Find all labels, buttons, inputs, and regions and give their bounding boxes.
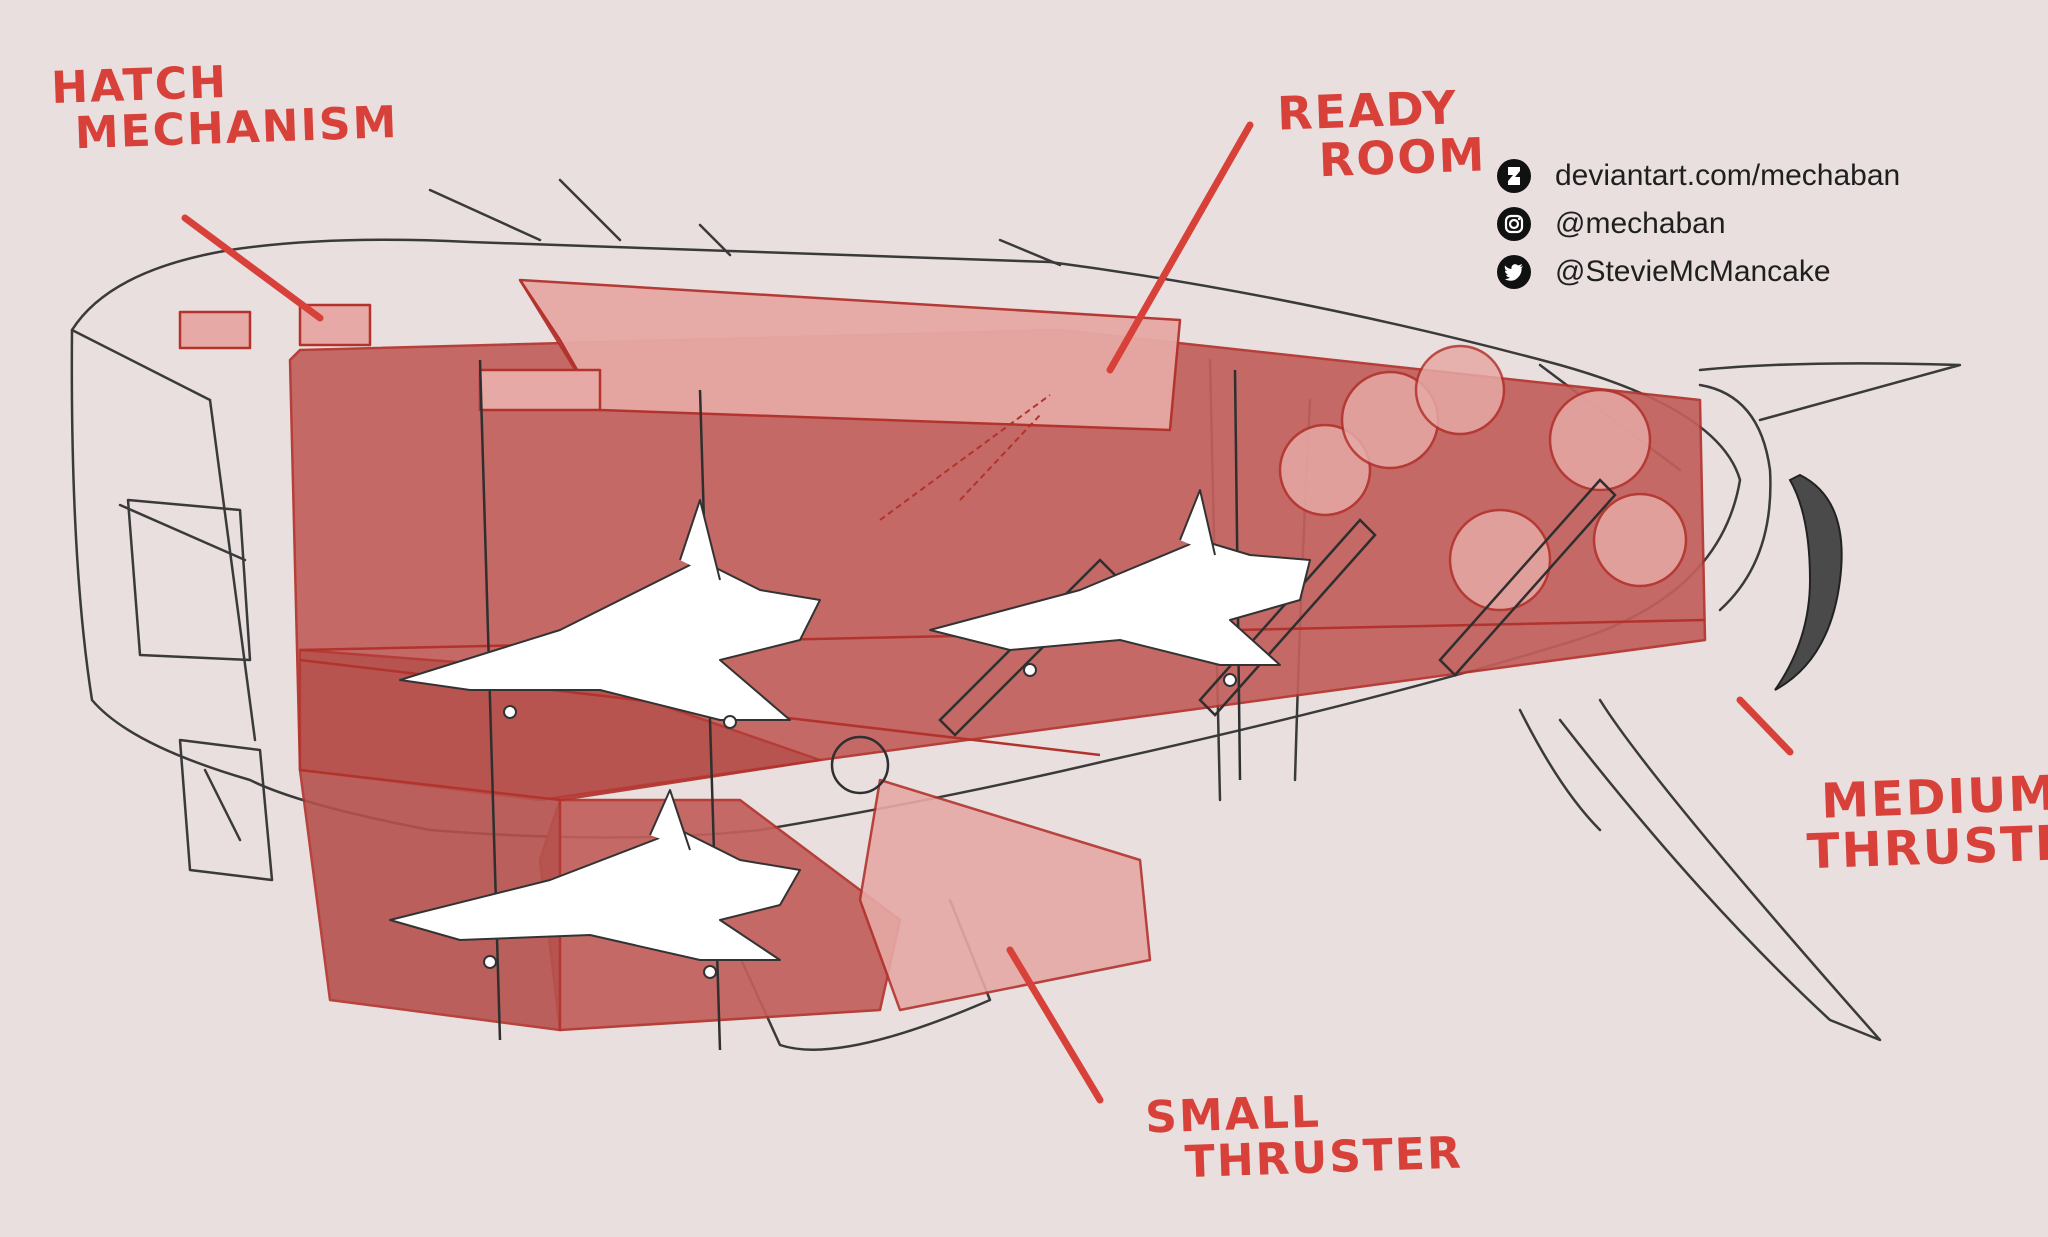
ready-label-line-2: ROOM	[1317, 127, 1488, 188]
twitter-handle: @StevieMcMancake	[1555, 255, 1831, 288]
hatch-mechanism-label: HATCH MECHANISM	[50, 54, 400, 160]
deviantart-handle: deviantart.com/mechaban	[1555, 159, 1901, 192]
social-row-instagram[interactable]: @mechaban	[1497, 200, 1900, 248]
small-label-line-2: THRUSTER	[1183, 1127, 1464, 1189]
annotation-leaders	[181, 121, 1794, 1104]
instagram-handle: @mechaban	[1555, 207, 1726, 240]
twitter-icon	[1497, 255, 1531, 289]
medium-thruster	[1774, 473, 1843, 691]
ready-room-label: READY ROOM	[1276, 80, 1488, 188]
hatch-label-line-2: MECHANISM	[73, 97, 400, 160]
fighter-craft	[389, 489, 1311, 979]
social-links: deviantart.com/mechaban @mechaban @Stevi…	[1497, 152, 1900, 296]
small-thruster-label: SMALL THRUSTER	[1144, 1085, 1463, 1188]
social-row-deviantart[interactable]: deviantart.com/mechaban	[1497, 152, 1900, 200]
social-row-twitter[interactable]: @StevieMcMancake	[1497, 248, 1900, 296]
medium-label-line-2: THRUSTER	[1805, 814, 2048, 881]
hangar-rails	[478, 359, 1617, 1051]
medium-thruster-label: MEDIUM THRUSTER	[1804, 765, 2048, 881]
deviantart-icon	[1497, 159, 1531, 193]
instagram-icon	[1497, 207, 1531, 241]
